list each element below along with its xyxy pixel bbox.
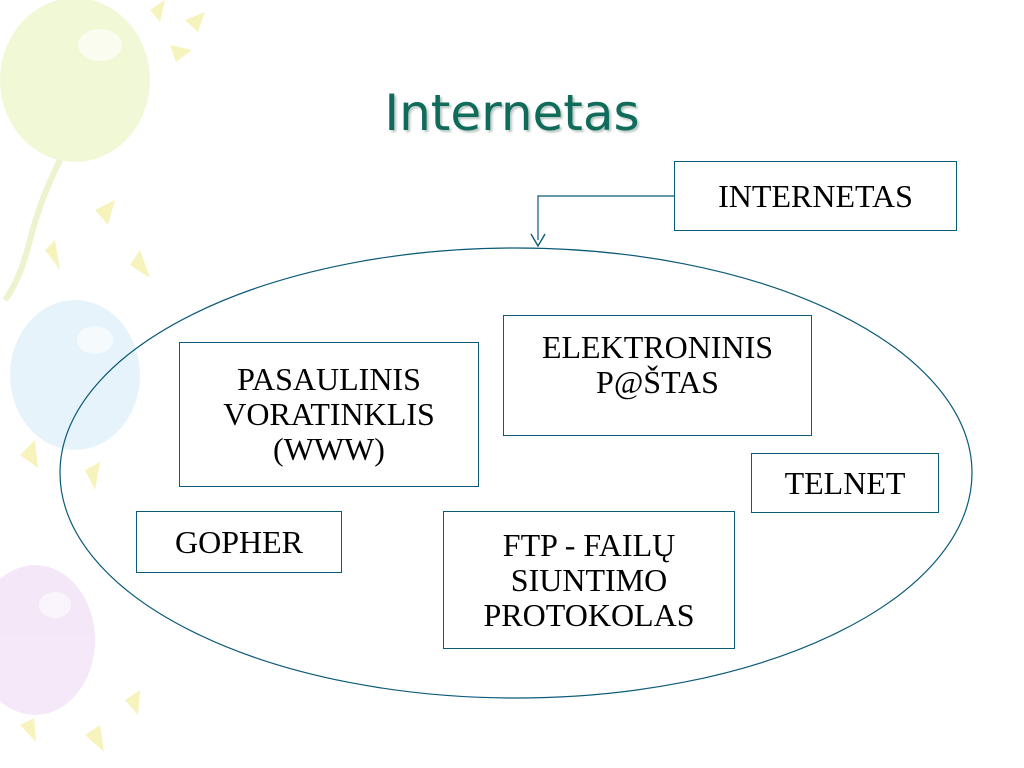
www-line-3: (WWW) [273, 431, 385, 467]
gopher-label: GOPHER [174, 523, 303, 560]
internetas-box: INTERNETAS [674, 161, 957, 231]
balloon-purple-icon [0, 565, 95, 715]
www-line-2: VORATINKLIS [223, 396, 435, 432]
page-title: Internetas [384, 84, 640, 142]
balloon-green-icon [0, 0, 150, 302]
internet-ellipse [59, 247, 973, 699]
internetas-label: INTERNETAS [718, 177, 913, 214]
email-line-2: P@ŠTAS [596, 364, 719, 400]
www-line-1: PASAULINIS [237, 361, 421, 397]
gopher-service-box: GOPHER [136, 511, 342, 573]
email-service-box: ELEKTRONINIS P@ŠTAS [503, 315, 812, 436]
ftp-line-2: SIUNTIMO [510, 561, 668, 598]
telnet-label: TELNET [784, 464, 906, 501]
ftp-service-box: FTP - FAILŲ SIUNTIMO PROTOKOLAS [443, 511, 735, 649]
www-service-box: PASAULINIS VORATINKLIS (WWW) [179, 342, 479, 487]
confetti-icon [20, 0, 205, 752]
ftp-line-1: FTP - FAILŲ [502, 526, 676, 563]
telnet-service-box: TELNET [751, 453, 939, 513]
email-line-1: ELEKTRONINIS [541, 329, 774, 365]
arrow-down-icon [530, 233, 546, 248]
balloon-blue-icon [10, 300, 140, 450]
connector-line [537, 195, 675, 240]
ftp-line-3: PROTOKOLAS [483, 596, 695, 633]
